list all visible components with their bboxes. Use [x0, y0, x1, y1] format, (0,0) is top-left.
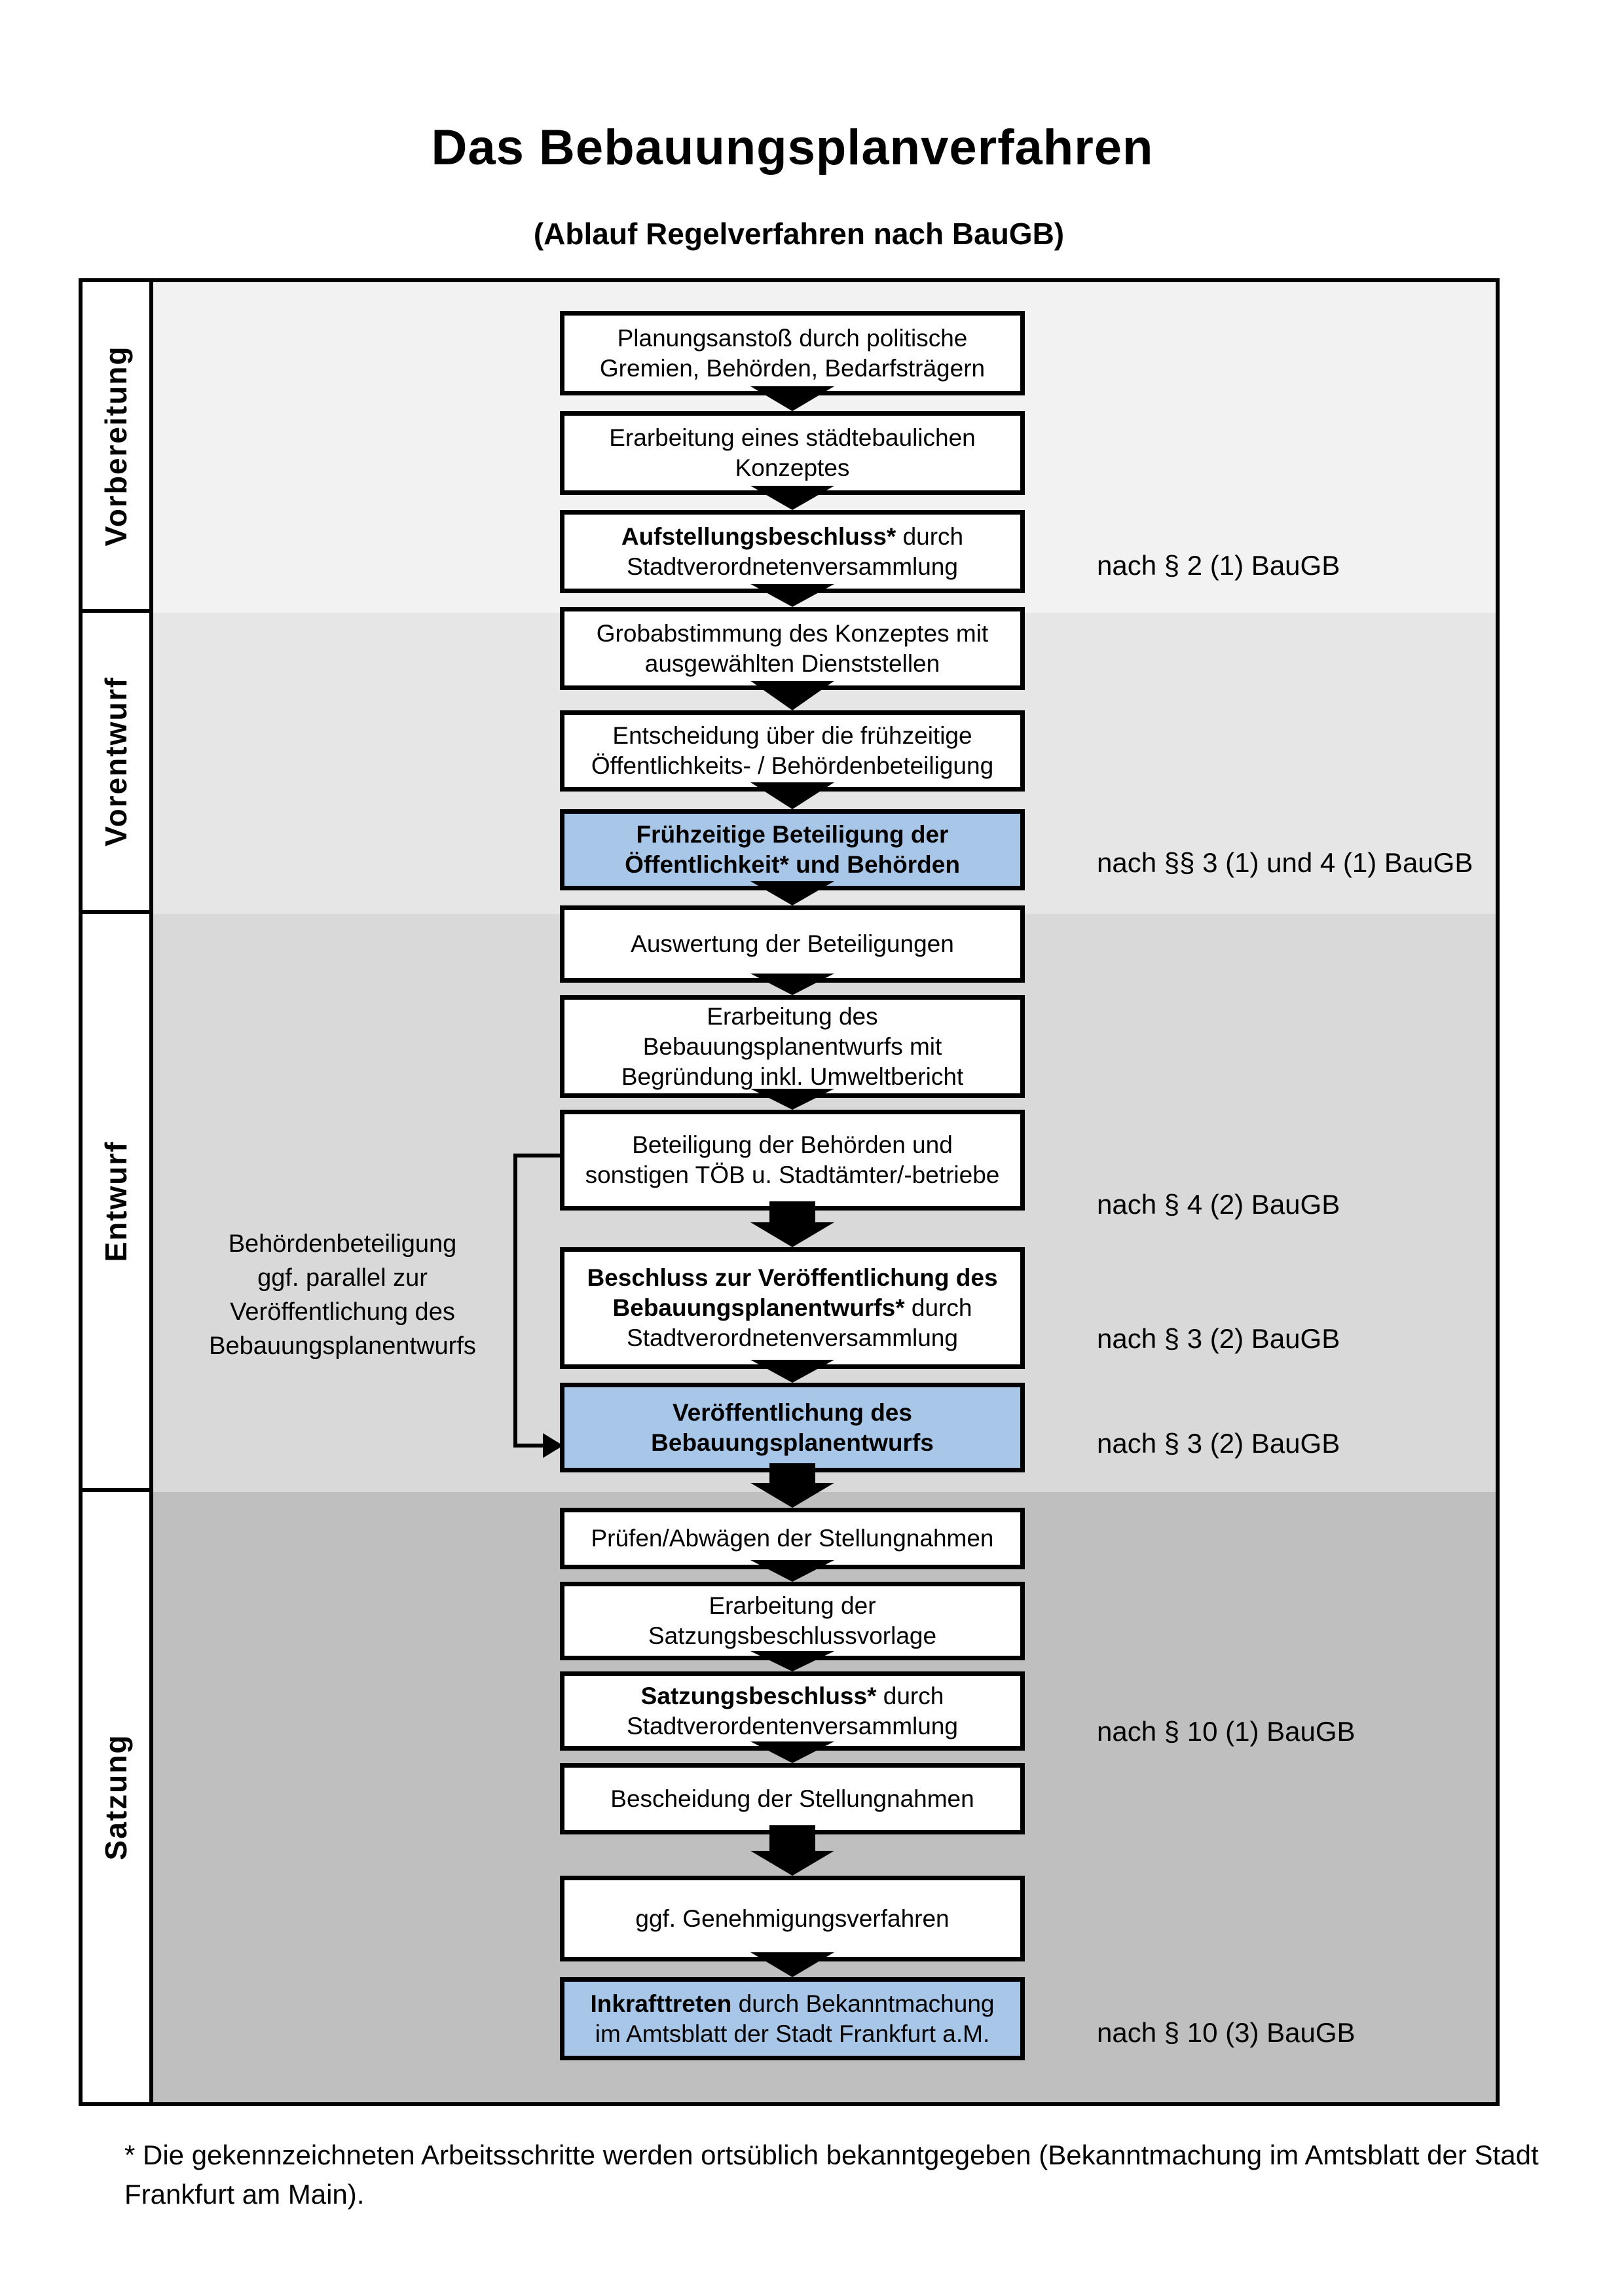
flow-arrow-down-icon: [750, 1651, 834, 1671]
flow-box-aufstellungsbeschluss: Aufstellungsbeschluss* durch Stadtverord…: [560, 510, 1025, 593]
flow-box-planungsanstoss: Planungsanstoß durch politische Gremien,…: [560, 311, 1025, 395]
phase-label-vorbereitung: Vorbereitung: [99, 345, 133, 546]
flow-arrow-down-icon: [750, 1952, 834, 1977]
flow-arrow-down-icon: [750, 681, 834, 710]
phase-label-vorentwurf: Vorentwurf: [99, 676, 133, 847]
flow-box-entwurf-erarbeitung: Erarbeitung des Bebauungsplanentwurfs mi…: [560, 995, 1025, 1098]
flow-arrow-down-icon: [750, 486, 834, 510]
flow-box-line: Grobabstimmung des Konzeptes mit: [596, 619, 989, 647]
flow-arrow-down-icon: [750, 782, 834, 809]
flow-box-line: Satzungsbeschlussvorlage: [648, 1622, 937, 1649]
flow-box-line: Entscheidung über die frühzeitige: [612, 722, 972, 749]
flow-box-grobabstimmung: Grobabstimmung des Konzeptes mit ausgewä…: [560, 607, 1025, 690]
phase-cell-vorentwurf: Vorentwurf: [83, 613, 153, 914]
flow-arrow-down-icon: [750, 974, 834, 995]
annotation-baugb: nach §§ 3 (1) und 4 (1) BauGB: [1097, 847, 1473, 878]
elbow-connector-bottom-segment: [513, 1444, 545, 1448]
flow-box-line: Öffentlichkeits- / Behördenbeteiligung: [591, 752, 994, 779]
flow-box-genehmigungsverfahren: ggf. Genehmigungsverfahren: [560, 1876, 1025, 1961]
side-note-line: Behördenbeteiligung: [228, 1230, 457, 1258]
page-subtitle: (Ablauf Regelverfahren nach BauGB): [533, 217, 1065, 251]
flow-box-bescheidung: Bescheidung der Stellungnahmen: [560, 1763, 1025, 1834]
phase-label-entwurf: Entwurf: [99, 1140, 133, 1262]
flow-arrow-down-icon: [750, 584, 834, 607]
phase-cell-entwurf: Entwurf: [83, 914, 153, 1492]
flow-box-line: sonstigen TÖB u. Stadtämter/-betriebe: [585, 1161, 1000, 1188]
flow-box-auswertung: Auswertung der Beteiligungen: [560, 905, 1025, 983]
annotation-baugb: nach § 3 (2) BauGB: [1097, 1428, 1340, 1459]
flow-box-line: Aufstellungsbeschluss* durch: [621, 522, 964, 550]
side-note: Behördenbeteiligung ggf. parallel zur Ve…: [185, 1227, 500, 1363]
flow-box-line: ausgewählten Dienststellen: [644, 649, 940, 677]
flow-box-pruefen-abwaegen: Prüfen/Abwägen der Stellungnahmen: [560, 1508, 1025, 1569]
flow-box-line: Erarbeitung des: [707, 1002, 878, 1030]
elbow-connector-vertical-segment: [513, 1154, 517, 1448]
phase-cell-satzung: Satzung: [83, 1492, 153, 2102]
flow-box-entscheidung-beteiligung: Entscheidung über die frühzeitige Öffent…: [560, 710, 1025, 792]
flow-box-line: Bebauungsplanentwurfs* durch: [612, 1294, 972, 1321]
annotation-baugb: nach § 10 (3) BauGB: [1097, 2017, 1356, 2048]
flow-box-satzungsvorlage: Erarbeitung der Satzungsbeschlussvorlage: [560, 1582, 1025, 1660]
flow-box-line: Beschluss zur Veröffentlichung des: [587, 1264, 998, 1291]
side-note-line: Veröffentlichung des: [230, 1298, 455, 1326]
flow-box-line: Planungsanstoß durch politische: [617, 324, 968, 352]
side-note-line: ggf. parallel zur: [257, 1264, 428, 1292]
flow-arrow-stem: [769, 1201, 815, 1222]
flow-box-line: Erarbeitung eines städtebaulichen: [609, 424, 976, 451]
flow-box-inkrafttreten: Inkrafttreten durch Bekanntmachung im Am…: [560, 1977, 1025, 2060]
flow-arrow-down-icon: [750, 1222, 834, 1247]
flow-arrow-down-icon: [750, 881, 834, 905]
phase-cell-vorbereitung: Vorbereitung: [83, 282, 153, 613]
flow-box-veroeffentlichung: Veröffentlichung des Bebauungsplanentwur…: [560, 1383, 1025, 1472]
flow-arrow-down-icon: [750, 1360, 834, 1383]
flow-box-satzungsbeschluss: Satzungsbeschluss* durch Stadtverordente…: [560, 1671, 1025, 1751]
footnote: * Die gekennzeichneten Arbeitsschritte w…: [124, 2136, 1565, 2214]
flow-box-konzept-erarbeitung: Erarbeitung eines städtebaulichen Konzep…: [560, 411, 1025, 495]
flow-arrow-down-icon: [750, 1851, 834, 1876]
footnote-line: Frankfurt am Main).: [124, 2179, 365, 2210]
footnote-line: * Die gekennzeichneten Arbeitsschritte w…: [124, 2140, 1539, 2170]
flow-box-line: ggf. Genehmigungsverfahren: [635, 1904, 950, 1932]
flow-box-line: Stadtverordnetenversammlung: [627, 553, 958, 580]
flow-box-line: Stadtverordnetenversammlung: [627, 1324, 958, 1351]
flow-box-line: Bebauungsplanentwurfs: [651, 1429, 934, 1456]
elbow-arrow-right-icon: [543, 1433, 563, 1458]
flow-box-line: Stadtverordentenversammlung: [627, 1712, 958, 1740]
annotation-baugb: nach § 3 (2) BauGB: [1097, 1323, 1340, 1354]
flow-arrow-stem: [769, 1825, 815, 1851]
flow-arrow-down-icon: [750, 1741, 834, 1763]
flow-arrow-down-icon: [750, 386, 834, 411]
flow-arrow-down-icon: [750, 1483, 834, 1508]
flow-box-line: Gremien, Behörden, Bedarfsträgern: [599, 354, 986, 382]
flow-box-line: Bebauungsplanentwurfs mit: [642, 1032, 942, 1060]
flow-box-veroeffentlichungsbeschluss: Beschluss zur Veröffentlichung des Bebau…: [560, 1247, 1025, 1369]
annotation-baugb: nach § 10 (1) BauGB: [1097, 1716, 1356, 1747]
flow-arrow-stem: [769, 1463, 815, 1483]
flow-box-line: Öffentlichkeit* und Behörden: [625, 851, 960, 878]
annotation-baugb: nach § 4 (2) BauGB: [1097, 1189, 1340, 1220]
flow-box-line: Beteiligung der Behörden und: [632, 1131, 953, 1158]
annotation-baugb: nach § 2 (1) BauGB: [1097, 550, 1340, 581]
flow-box-line: Inkrafttreten durch Bekanntmachung: [590, 1990, 995, 2017]
flow-box-line: Frühzeitige Beteiligung der: [636, 821, 949, 848]
flow-box-fruehzeitige-beteiligung: Frühzeitige Beteiligung der Öffentlichke…: [560, 809, 1025, 890]
flow-box-line: Bescheidung der Stellungnahmen: [610, 1785, 974, 1812]
flow-box-behoerdenbeteiligung: Beteiligung der Behörden und sonstigen T…: [560, 1110, 1025, 1211]
elbow-connector-top-segment: [513, 1154, 564, 1157]
diagram-container: Vorbereitung Vorentwurf Entwurf Satzung …: [79, 278, 1500, 2106]
flow-box-line: Auswertung der Beteiligungen: [631, 930, 954, 957]
flow-box-line: Satzungsbeschluss* durch: [640, 1682, 944, 1709]
side-note-line: Bebauungsplanentwurfs: [209, 1332, 476, 1360]
flow-box-line: Veröffentlichung des: [673, 1398, 912, 1426]
flow-box-line: Begründung inkl. Umweltbericht: [621, 1063, 964, 1090]
flow-box-line: Konzeptes: [735, 454, 850, 481]
page-title: Das Bebauungsplanverfahren: [431, 120, 1154, 175]
flow-box-line: Erarbeitung der: [709, 1592, 876, 1619]
flow-arrow-down-icon: [750, 1089, 834, 1110]
phase-label-satzung: Satzung: [99, 1734, 133, 1861]
flow-box-line: im Amtsblatt der Stadt Frankfurt a.M.: [595, 2020, 990, 2047]
flow-box-line: Prüfen/Abwägen der Stellungnahmen: [591, 1525, 994, 1552]
flow-arrow-down-icon: [750, 1560, 834, 1582]
